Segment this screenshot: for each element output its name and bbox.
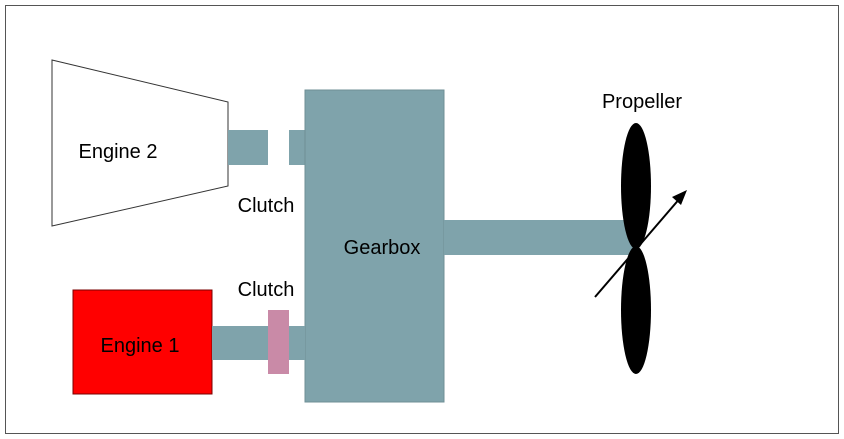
engine-2-block [51, 59, 229, 227]
engine-1-label: Engine 1 [101, 335, 180, 357]
propeller-label: Propeller [602, 91, 682, 113]
diagram-frame [5, 5, 839, 434]
diagonal-arrow-icon [594, 190, 687, 298]
propeller-shaft [444, 220, 636, 255]
clutch-upper-label: Clutch [238, 195, 295, 217]
engine-2-shaft-right [289, 130, 306, 165]
engine-2-label: Engine 2 [79, 141, 158, 163]
gearbox-block [304, 89, 445, 403]
clutch-lower-block [268, 310, 289, 374]
engine-2-shaft-left [228, 130, 268, 165]
propeller-icon [621, 123, 651, 374]
engine-1-block [72, 289, 213, 395]
clutch-lower-label: Clutch [238, 279, 295, 301]
gearbox-label: Gearbox [344, 237, 421, 259]
engine-1-shaft [212, 326, 305, 360]
